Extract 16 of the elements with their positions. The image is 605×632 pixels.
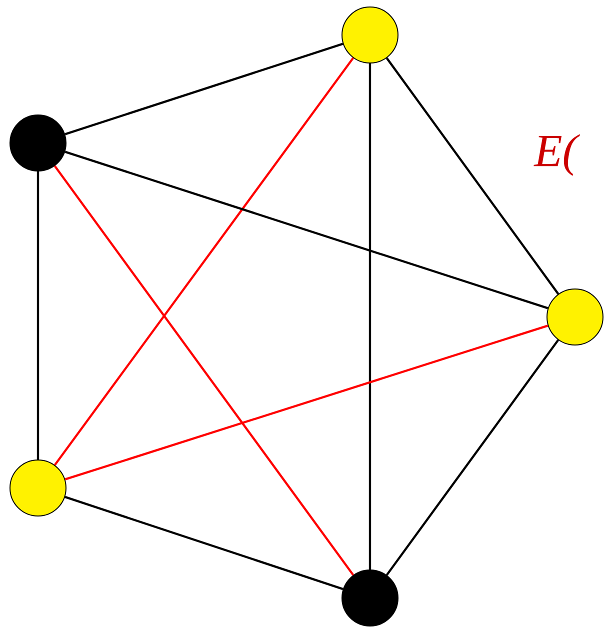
- vertex-circle: [10, 114, 66, 172]
- vertex-circle: [10, 460, 66, 516]
- edge-line: [386, 339, 560, 576]
- edge-line: [36, 172, 40, 460]
- edge-line: [64, 496, 344, 590]
- formula-label: E(: [534, 134, 580, 176]
- edge-line: [368, 64, 372, 570]
- edge-line: [386, 57, 560, 295]
- vertex-circle: [546, 288, 604, 346]
- edge-line: [54, 57, 354, 466]
- vertex-circle: [342, 570, 398, 626]
- edge-line: [54, 165, 354, 576]
- vertex-circle: [342, 6, 398, 64]
- edge-line: [64, 324, 548, 480]
- edge-line: [64, 42, 344, 136]
- edge-line: [64, 150, 548, 310]
